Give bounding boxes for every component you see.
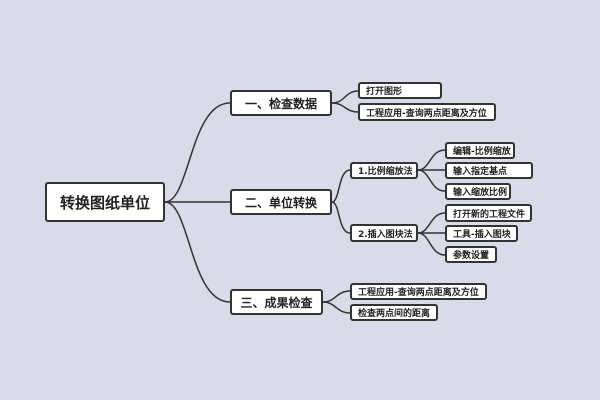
connector [417,212,446,234]
node-insert-block-method[interactable]: 2.插入图块法 [350,224,418,242]
leaf-edit-scale[interactable]: 编辑-比例缩放 [445,142,515,159]
leaf-query-distance-2[interactable]: 工程应用-查询两点距离及方位 [350,283,487,300]
connector [164,201,231,303]
leaf-open-new-file[interactable]: 打开新的工程文件 [445,204,532,222]
connector [417,232,446,256]
leaf-open-drawing[interactable]: 打开图形 [358,82,442,99]
connector [331,169,351,203]
leaf-query-distance[interactable]: 工程应用-查询两点距离及方位 [358,103,496,121]
connector [417,149,446,171]
leaf-scale-factor[interactable]: 输入缩放比例 [445,183,511,200]
root-node[interactable]: 转换图纸单位 [45,182,165,222]
branch-check-data[interactable]: 一、检查数据 [230,90,332,116]
connector [417,169,446,192]
branch-unit-conversion[interactable]: 二、单位转换 [230,189,332,215]
leaf-parameters[interactable]: 参数设置 [445,246,497,263]
node-scale-method[interactable]: 1.比例缩放法 [350,162,418,179]
connector [322,301,351,314]
leaf-base-point[interactable]: 输入指定基点 [445,162,533,179]
connector [331,90,359,104]
leaf-check-distance[interactable]: 检查两点间的距离 [350,304,438,321]
connector [164,102,231,203]
connector [331,201,351,234]
leaf-insert-block[interactable]: 工具-插入图块 [445,225,518,242]
branch-result-check[interactable]: 三、成果检查 [230,289,323,315]
connector [331,102,359,113]
connector [322,290,351,303]
